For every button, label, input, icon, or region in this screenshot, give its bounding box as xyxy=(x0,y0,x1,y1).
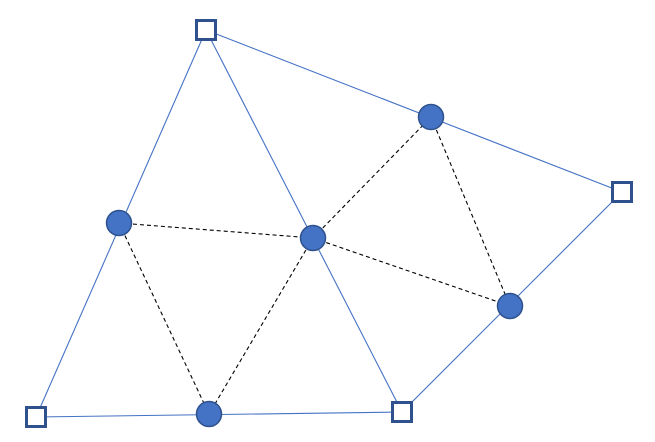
dashed-edge-m-upper-right-m-right xyxy=(430,116,511,307)
dashed-edges-group xyxy=(118,116,511,415)
v-right-square-node xyxy=(611,181,633,203)
v-bottom-mid-square-node xyxy=(391,401,413,423)
dashed-edge-m-left-m-center xyxy=(118,222,314,239)
v-bottom-left-square-node xyxy=(25,406,47,428)
dashed-edge-m-left-m-bottom xyxy=(118,222,210,415)
m-upper-right-circle-node xyxy=(417,103,445,131)
m-right-circle-node xyxy=(496,292,524,320)
nodes-group xyxy=(25,19,633,428)
dashed-edge-m-center-m-upper-right xyxy=(312,116,432,239)
m-left-circle-node xyxy=(105,209,133,237)
solid-edge-v-top-v-right xyxy=(205,29,623,193)
v-top-square-node xyxy=(195,19,217,41)
solid-edge-v-top-v-bottom-mid xyxy=(205,29,403,413)
m-center-circle-node xyxy=(299,224,327,252)
m-bottom-circle-node xyxy=(195,400,223,428)
dashed-edge-m-center-m-bottom xyxy=(208,237,314,415)
